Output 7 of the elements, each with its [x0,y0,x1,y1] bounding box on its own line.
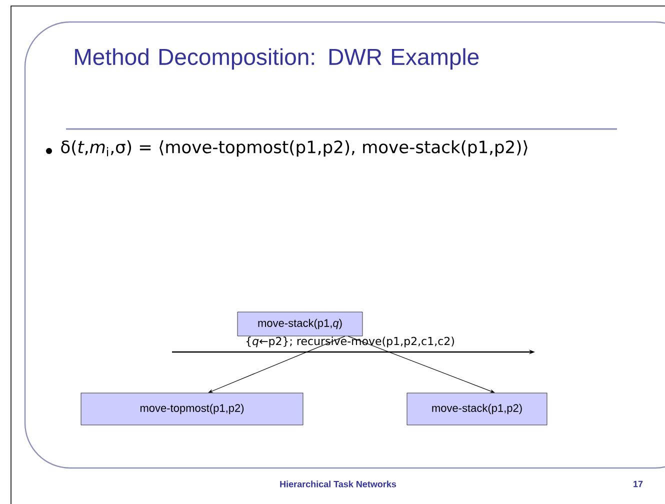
page-number: 17 [634,480,643,488]
bullet-text: δ(t,m$_{i}$,σ) = ⟨move-topmost(p1,p2), move-stack(p1,p2)⟩ [61,140,528,157]
slide-title: Method Decomposition: DWR Example [75,48,479,70]
method-box: move-stack(p1,q) [237,312,363,336]
footer-text: Hierarchical Task Networks [280,480,396,488]
method-box: move-topmost(p1,p2) [80,392,304,426]
method-box: move-stack(p1,p2) [406,392,548,426]
